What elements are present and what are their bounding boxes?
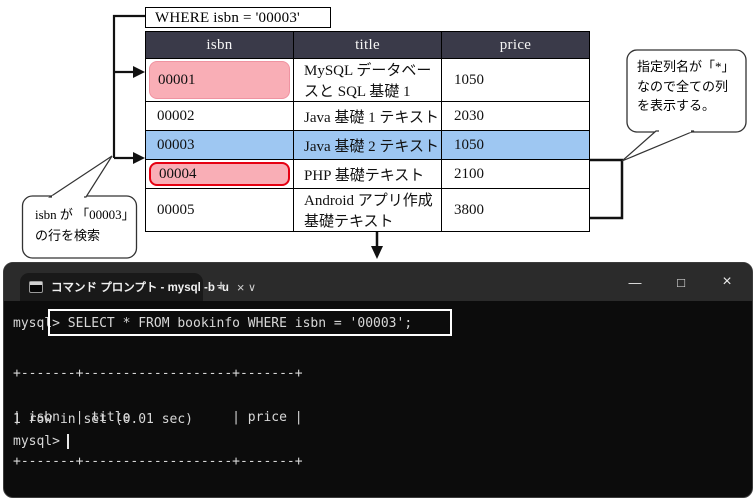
cell-title: Java 基礎 1 テキスト bbox=[293, 101, 442, 131]
cell-title: PHP 基礎テキスト bbox=[293, 159, 442, 189]
callout-left-line: isbn が 「00003」 bbox=[35, 207, 135, 222]
result-line: +-------+-------------------+-------+ bbox=[13, 454, 303, 470]
bookinfo-table: isbn title price 00001 MySQL データベースと SQL… bbox=[145, 31, 590, 232]
table-row: 00001 MySQL データベースと SQL 基礎 1 1050 bbox=[145, 58, 590, 102]
cell-isbn: 00003 bbox=[145, 130, 294, 160]
table-row: 00004 PHP 基礎テキスト 2100 bbox=[145, 159, 590, 189]
table-row-matched: 00003 Java 基礎 2 テキスト 1050 bbox=[145, 130, 590, 160]
cell-isbn: 00004 bbox=[159, 165, 197, 182]
callout-right-line: なので全ての列 bbox=[637, 78, 729, 94]
terminal-tab[interactable]: コマンド プロンプト - mysql -b -u × bbox=[20, 273, 245, 301]
terminal-result-table: +-------+-------------------+-------+ | … bbox=[13, 337, 303, 497]
callout-left: isbn が 「00003」 の行を検索 bbox=[35, 204, 135, 246]
maximize-button[interactable]: □ bbox=[677, 274, 685, 290]
isbn-highlight-red: 00004 bbox=[149, 162, 290, 186]
terminal-body[interactable]: mysql> SELECT * FROM bookinfo WHERE isbn… bbox=[4, 301, 752, 497]
cell-isbn: 00001 bbox=[158, 71, 196, 88]
window-controls: — □ × bbox=[612, 263, 750, 301]
isbn-highlight-pink: 00001 bbox=[149, 61, 290, 99]
callout-right-line: を表示する。 bbox=[637, 98, 716, 113]
new-tab-button[interactable]: + bbox=[216, 278, 226, 295]
callout-right-line: 指定列名が「*」 bbox=[637, 59, 735, 74]
callout-left-tail bbox=[48, 155, 113, 198]
table-row: 00005 Android アプリ作成基礎テキスト 3800 bbox=[145, 188, 590, 232]
terminal-input-line[interactable]: mysql> bbox=[13, 434, 69, 449]
left-connector-line bbox=[112, 14, 146, 158]
tab-title: コマンド プロンプト - mysql -b -u bbox=[51, 282, 229, 294]
tab-dropdown-icon[interactable]: ∨ bbox=[247, 281, 257, 294]
minimize-button[interactable]: — bbox=[628, 274, 642, 290]
cell-isbn: 00002 bbox=[145, 101, 294, 131]
cell-price: 1050 bbox=[441, 130, 590, 160]
column-header-title: title bbox=[293, 31, 442, 59]
cell-isbn: 00005 bbox=[145, 188, 294, 232]
callout-right-tail bbox=[621, 130, 695, 162]
command-prompt-icon bbox=[29, 281, 43, 293]
cell-price: 2030 bbox=[441, 101, 590, 131]
callout-left-line: の行を検索 bbox=[35, 228, 101, 243]
result-line: +-------+-------------------+-------+ bbox=[13, 365, 303, 381]
where-clause-label: WHERE isbn = '00003' bbox=[145, 7, 331, 28]
cell-title: Java 基礎 2 テキスト bbox=[293, 130, 442, 160]
column-header-isbn: isbn bbox=[145, 31, 294, 59]
close-button[interactable]: × bbox=[722, 273, 732, 290]
terminal-status-line: 1 row in set (0.01 sec) bbox=[13, 412, 194, 427]
select-statement-highlight-frame bbox=[48, 309, 452, 336]
table-row: 00002 Java 基礎 1 テキスト 2030 bbox=[145, 101, 590, 131]
table-header-row: isbn title price bbox=[145, 31, 590, 59]
column-header-price: price bbox=[441, 31, 590, 59]
cell-title: MySQL データベースと SQL 基礎 1 bbox=[293, 58, 442, 102]
arrowhead-terminal bbox=[371, 246, 383, 259]
cell-price: 3800 bbox=[441, 188, 590, 232]
cell-price: 1050 bbox=[441, 58, 590, 102]
arrowhead-row1 bbox=[133, 66, 145, 78]
prompt-text: mysql> bbox=[13, 434, 60, 449]
cell-price: 2100 bbox=[441, 159, 590, 189]
text-cursor bbox=[66, 434, 69, 449]
cell-title: Android アプリ作成基礎テキスト bbox=[293, 188, 442, 232]
arrowhead-row4 bbox=[133, 152, 145, 164]
terminal-titlebar[interactable]: コマンド プロンプト - mysql -b -u × + ∨ — □ × bbox=[4, 263, 752, 301]
where-clause-text: WHERE isbn = '00003' bbox=[155, 9, 300, 26]
result-line: | isbn | title | price | bbox=[13, 409, 303, 425]
terminal-window: コマンド プロンプト - mysql -b -u × + ∨ — □ × mys… bbox=[3, 262, 753, 498]
tab-close-icon[interactable]: × bbox=[236, 279, 245, 295]
callout-right: 指定列名が「*」 なので全ての列 を表示する。 bbox=[637, 57, 735, 116]
